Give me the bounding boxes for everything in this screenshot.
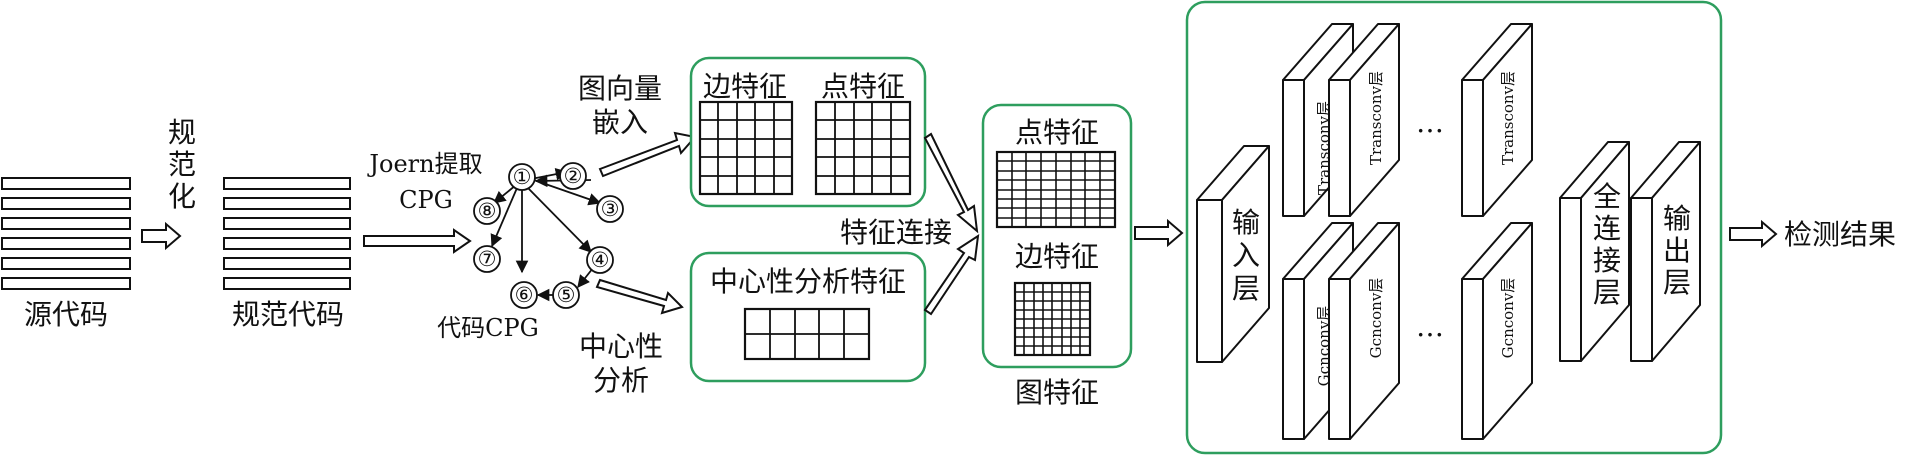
input-layer-label-2: 入 <box>1232 239 1260 272</box>
cpg-node-6-label: ⑥ <box>515 283 534 307</box>
source-code-stack <box>1 177 131 290</box>
edge-feature-label: 边特征 <box>703 70 787 103</box>
graph-node-feature-label: 点特征 <box>1015 116 1099 149</box>
graph-edge-feature-label: 边特征 <box>1015 240 1099 273</box>
cpg-node-7 <box>473 245 501 273</box>
cpg-nodes: ① ② ③ ④ ⑤ ⑥ ⑦ ⑧ <box>473 162 624 309</box>
normalize-label-1: 规 <box>168 116 196 149</box>
cpg-node-8-label: ⑧ <box>478 199 497 223</box>
gcnconv-layer-n-label: Gcnconv层 <box>1499 278 1517 359</box>
fc-layer-label-2: 连 <box>1593 212 1621 245</box>
cpg-node-5-label: ⑤ <box>557 283 576 307</box>
normalized-code-stack <box>223 177 351 290</box>
cpg-node-1-label: ① <box>513 165 532 189</box>
joern-arrow <box>363 228 472 254</box>
embedding-feature-box <box>689 56 927 208</box>
concat-arrow-bottom <box>923 233 980 316</box>
normalize-label-2: 范 <box>168 148 196 181</box>
source-code-label: 源代码 <box>24 298 108 331</box>
cpg-node-5 <box>552 281 580 309</box>
code-cpg-label: 代码CPG <box>437 314 539 342</box>
cpg-edges <box>490 167 602 302</box>
cpg-graph: ① ② ③ ④ ⑤ ⑥ ⑦ ⑧ <box>473 162 624 309</box>
cpg-node-7-label: ⑦ <box>478 247 497 271</box>
gcnconv-layer-2-label: Gcnconv层 <box>1367 278 1385 359</box>
transconv-layer-2-label: Transconv层 <box>1367 71 1385 165</box>
cpg-node-4 <box>586 246 614 274</box>
node-feature-grid <box>814 100 912 196</box>
cpg-node-6 <box>510 281 538 309</box>
transconv-layer-n <box>1461 23 1533 217</box>
node-feature-label: 点特征 <box>821 70 905 103</box>
transconv-ellipsis: … <box>1416 106 1444 139</box>
centrality-feature-box <box>689 251 927 383</box>
input-layer-label-3: 层 <box>1232 272 1260 305</box>
centrality-feature-label: 中心性分析特征 <box>710 265 906 298</box>
centrality-arrow <box>595 278 684 315</box>
feature-concat-label: 特征连接 <box>840 216 952 249</box>
centrality-label-1: 中心性 <box>579 330 663 363</box>
result-arrow <box>1729 219 1778 249</box>
output-layer-block <box>1630 141 1701 362</box>
centrality-feature-grid <box>743 307 871 361</box>
edge-feature-grid <box>698 100 794 196</box>
graph-embed-label-1: 图向量 <box>578 72 662 105</box>
cpg-node-2 <box>559 162 587 190</box>
centrality-label-2: 分析 <box>593 364 649 397</box>
output-layer-label-2: 出 <box>1663 234 1691 267</box>
output-layer-label-3: 层 <box>1663 266 1691 299</box>
graph-node-feature-grid <box>995 150 1117 229</box>
gcnconv-ellipsis: … <box>1416 310 1444 343</box>
fc-layer-label-3: 接 <box>1593 244 1621 277</box>
cpg-node-1 <box>508 163 536 191</box>
fc-layer-block <box>1559 141 1630 362</box>
input-layer-label-1: 输 <box>1232 206 1260 239</box>
concat-arrow-top <box>923 132 979 234</box>
fc-layer-label-1: 全 <box>1593 180 1621 213</box>
input-layer-block <box>1196 145 1270 363</box>
output-layer-label-1: 输 <box>1663 202 1691 235</box>
cpg-node-2-label: ② <box>564 164 583 188</box>
gcnconv-layer-2 <box>1328 222 1400 440</box>
cpg-node-3 <box>596 195 624 223</box>
graph-embed-label-2: 嵌入 <box>592 106 648 139</box>
normalize-label-3: 化 <box>168 180 196 213</box>
normalized-code-label: 规范代码 <box>232 298 344 331</box>
joern-label-2: CPG <box>399 186 453 214</box>
gcnconv-layer-n <box>1461 222 1533 440</box>
transconv-layer-2 <box>1328 23 1400 217</box>
cpg-node-8 <box>473 197 501 225</box>
joern-label-1: Joern提取 <box>366 150 482 178</box>
graph-feature-label: 图特征 <box>1015 376 1099 409</box>
embed-arrow <box>598 131 697 178</box>
cpg-node-3-label: ③ <box>601 197 620 221</box>
transconv-layer-n-label: Transconv层 <box>1499 71 1517 165</box>
cpg-node-4-label: ④ <box>591 248 610 272</box>
to-network-arrow <box>1134 218 1184 248</box>
fc-layer-label-4: 层 <box>1593 276 1621 309</box>
normalize-arrow <box>141 221 182 251</box>
detection-result-label: 检测结果 <box>1784 218 1896 251</box>
graph-edge-feature-grid <box>1013 281 1092 357</box>
